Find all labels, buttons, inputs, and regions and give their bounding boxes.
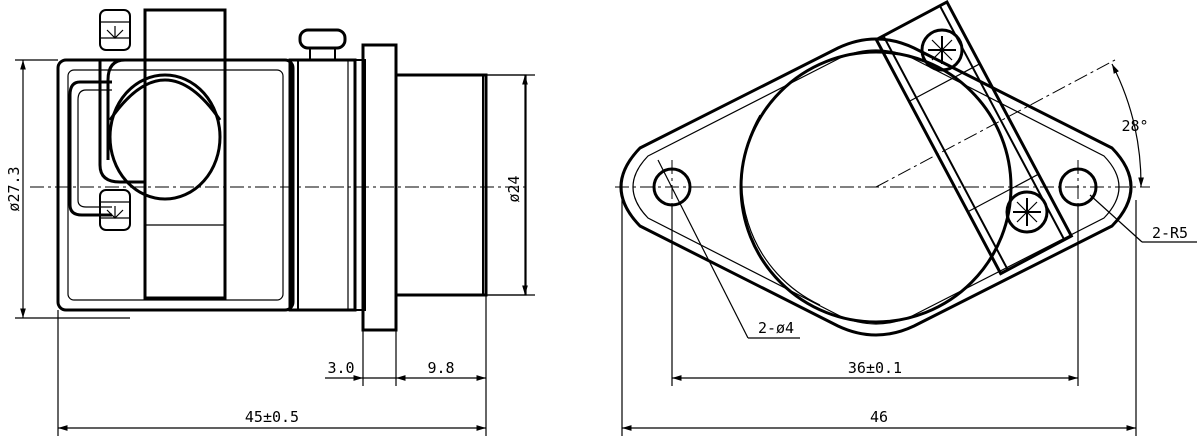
front-barrel <box>394 73 488 297</box>
mounting-holes-label: 2-ø4 <box>758 319 794 337</box>
corner-radius-label: 2-R5 <box>1152 224 1188 242</box>
strip-screw-top <box>920 28 964 72</box>
hole-spacing-label: 36±0.1 <box>848 359 902 377</box>
body-diameter-label: ø27.3 <box>5 166 23 211</box>
cable-section <box>108 73 222 201</box>
side-view: ø27.3 ø24 3.0 9.8 45±0.5 <box>5 8 535 436</box>
angle-label: 28° <box>1121 117 1148 135</box>
coupling-ring <box>288 58 357 312</box>
overall-width-label: 46 <box>870 408 888 426</box>
wire-loop <box>68 80 112 217</box>
connector-body <box>56 58 295 312</box>
flange-thickness-label: 3.0 <box>327 359 354 377</box>
overall-length-label: 45±0.5 <box>245 408 299 426</box>
strip-screw-bottom <box>1005 190 1049 234</box>
flange-outline <box>619 37 1133 337</box>
ring-screw <box>298 28 347 61</box>
clamp-strip <box>874 0 1074 276</box>
clamp-screw-bottom <box>99 189 131 231</box>
clamp-saddle <box>98 60 145 184</box>
front-view: 28° 2-R5 2-ø4 36±0.1 46 <box>615 0 1197 436</box>
barrel-length-label: 9.8 <box>427 359 454 377</box>
clamp-screw-top <box>99 9 131 51</box>
clamp-block <box>143 8 227 300</box>
barrel-diameter-label: ø24 <box>505 175 523 202</box>
